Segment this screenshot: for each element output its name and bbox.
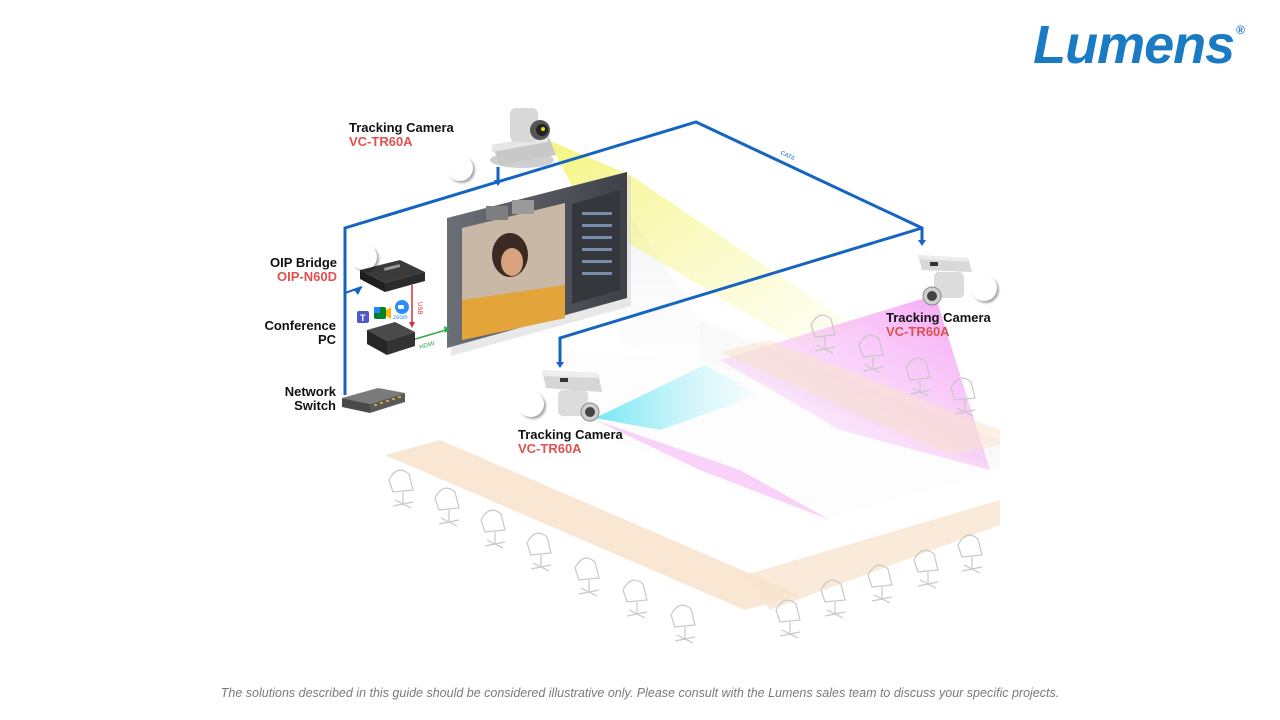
device-name: Tracking Camera bbox=[518, 427, 623, 442]
google-meet-icon bbox=[374, 307, 391, 319]
tracking-camera-right bbox=[918, 255, 972, 306]
device-model: OIP-N60D bbox=[277, 269, 337, 284]
cat6-cable bbox=[343, 120, 924, 395]
chairs bbox=[388, 314, 983, 644]
badge-camera-right: 1 bbox=[971, 275, 997, 301]
chair bbox=[867, 564, 893, 604]
oip-bridge bbox=[360, 260, 425, 292]
device-model: VC-TR60A bbox=[518, 441, 582, 456]
chair bbox=[950, 377, 976, 417]
badge-camera-top: 1 bbox=[447, 155, 473, 181]
beam-front-camera bbox=[595, 365, 760, 430]
bridge-cable bbox=[344, 286, 363, 294]
chair bbox=[957, 534, 983, 574]
device-name: Tracking Camera bbox=[349, 120, 454, 135]
network-switch bbox=[342, 388, 405, 413]
badge-oip-bridge: 2 bbox=[351, 244, 377, 270]
device-model: VC-TR60A bbox=[349, 134, 413, 149]
chair bbox=[622, 579, 648, 619]
teams-icon: T bbox=[357, 311, 369, 323]
device-name: OIP Bridge bbox=[270, 255, 337, 270]
label-conference-pc: Conference PC bbox=[252, 319, 336, 347]
chair bbox=[574, 557, 600, 597]
cable-arrows bbox=[354, 180, 926, 368]
conference-pc bbox=[367, 322, 415, 355]
chair bbox=[480, 509, 506, 549]
conference-tables bbox=[385, 340, 1000, 610]
chair bbox=[810, 314, 836, 354]
hdmi-label: HDMI bbox=[419, 341, 436, 351]
chair bbox=[434, 487, 460, 527]
chair bbox=[775, 599, 801, 639]
chair bbox=[670, 604, 696, 644]
chair bbox=[905, 357, 931, 397]
zoom-icon: zoom bbox=[393, 300, 409, 321]
label-oip-bridge: OIP Bridge OIP-N60D bbox=[262, 256, 337, 284]
footer-disclaimer: The solutions described in this guide sh… bbox=[220, 686, 1060, 700]
chair bbox=[526, 532, 552, 572]
registered-mark: ® bbox=[1236, 23, 1245, 37]
display-screen bbox=[447, 172, 631, 356]
device-name-line2: PC bbox=[317, 332, 336, 347]
tracking-camera-top bbox=[490, 108, 556, 168]
tracking-camera-front bbox=[542, 370, 602, 422]
lumens-logo: Lumens® bbox=[1033, 15, 1245, 75]
chair bbox=[388, 469, 414, 509]
hdmi-line bbox=[411, 329, 447, 341]
chair bbox=[858, 334, 884, 374]
device-name-line1: Conference bbox=[264, 318, 336, 333]
device-name-line1: Network bbox=[284, 384, 336, 399]
label-camera-top: Tracking Camera VC-TR60A bbox=[349, 121, 454, 149]
label-camera-front: Tracking Camera VC-TR60A bbox=[518, 428, 623, 456]
svg-text:T: T bbox=[360, 313, 366, 323]
badge-camera-front: 1 bbox=[518, 391, 544, 417]
svg-text:zoom: zoom bbox=[393, 315, 408, 321]
logo-text: Lumens bbox=[1033, 15, 1235, 75]
label-network-switch: Network Switch bbox=[252, 385, 336, 413]
device-model: VC-TR60A bbox=[886, 324, 950, 339]
beam-front-camera-magenta bbox=[595, 420, 830, 520]
device-name-line2: Switch bbox=[294, 398, 336, 413]
chair bbox=[820, 579, 846, 619]
label-camera-right: Tracking Camera VC-TR60A bbox=[886, 311, 991, 339]
device-name: Tracking Camera bbox=[886, 310, 991, 325]
usb-label: USB bbox=[416, 302, 422, 314]
chair bbox=[913, 549, 939, 589]
